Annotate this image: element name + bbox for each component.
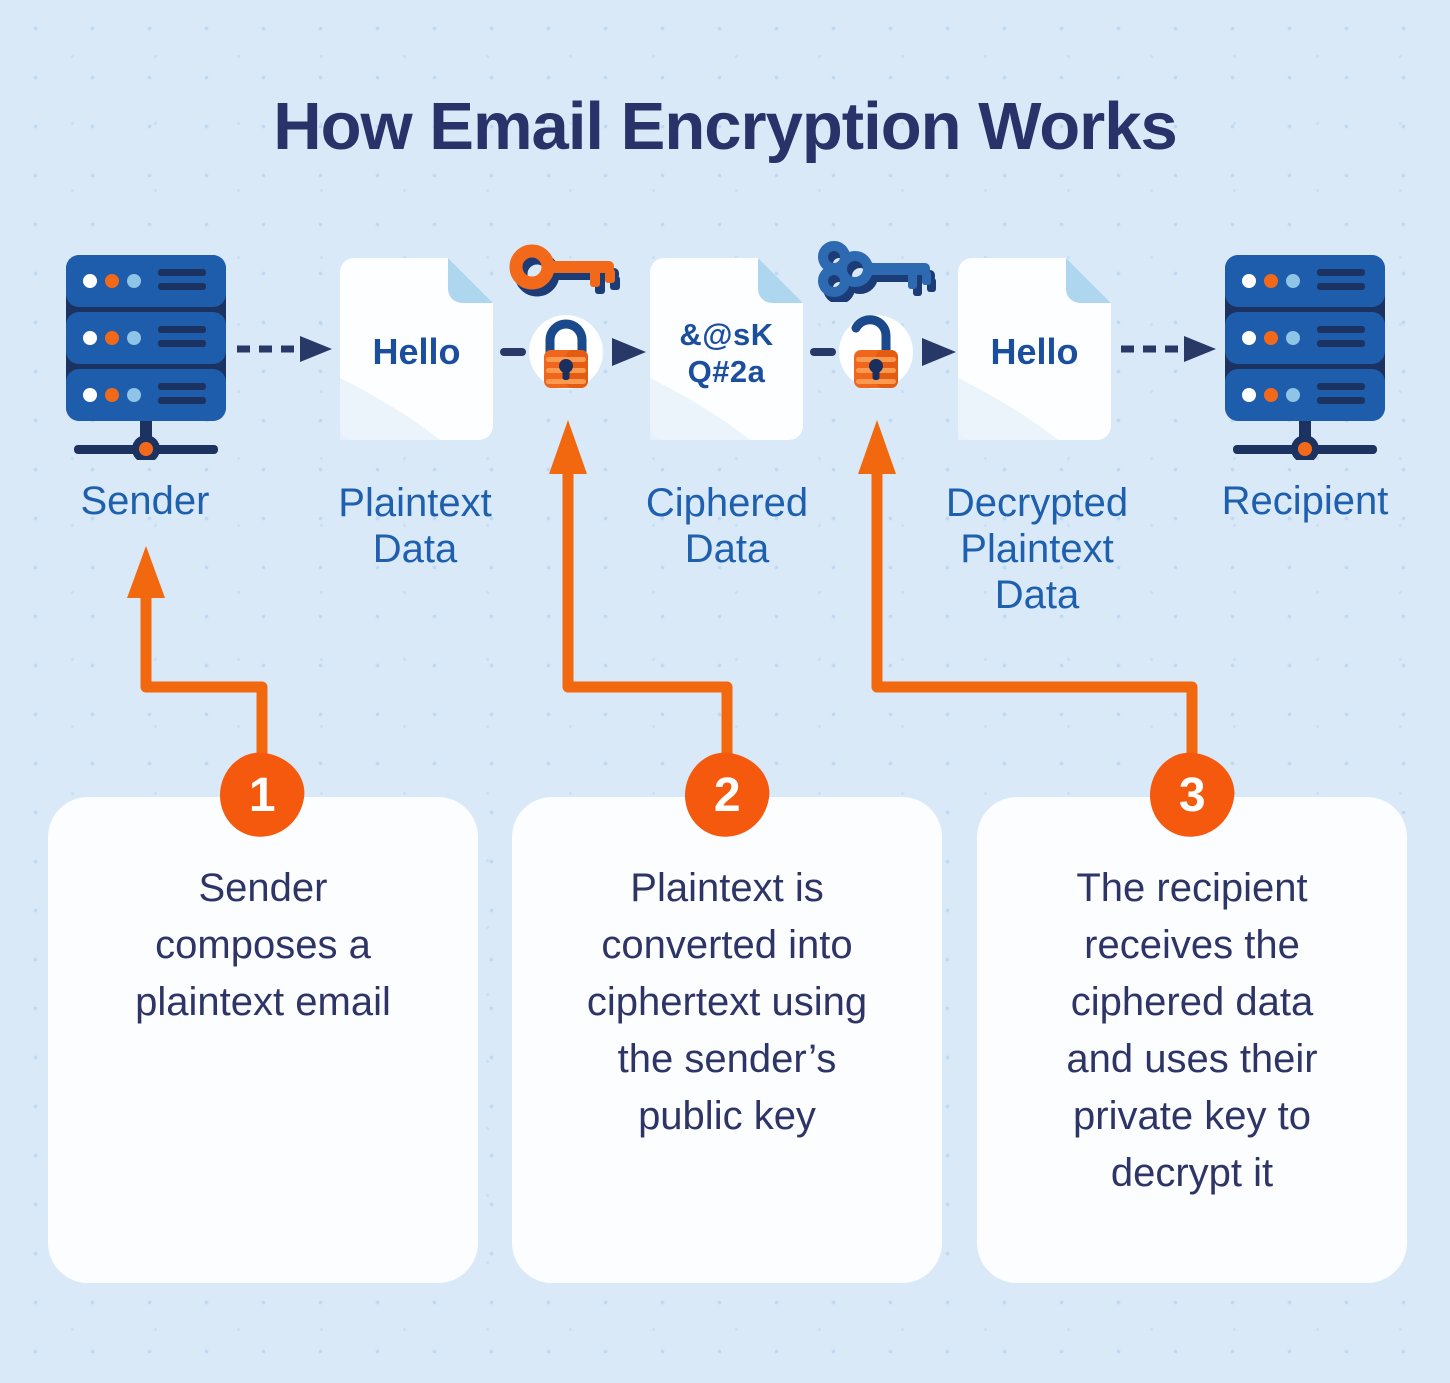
- folded-corner: [448, 258, 493, 303]
- ciphered-label: Ciphered Data: [645, 481, 809, 571]
- plaintext-doc-text: Hello: [372, 331, 461, 372]
- recipient-label: Recipient: [1221, 479, 1389, 523]
- server-units: [1225, 255, 1385, 421]
- plaintext-label: Plaintext Data: [338, 481, 492, 571]
- cipher-line-2: Q#2a: [687, 354, 766, 389]
- server-status-dots: [1242, 274, 1300, 402]
- document-icon: [958, 258, 1111, 440]
- document-icon: [340, 258, 493, 440]
- decrypted-label: Decrypted Plaintext Data: [945, 481, 1129, 617]
- step-2-text: Plaintext is converted into ciphertext u…: [586, 866, 868, 1138]
- server-units: [66, 255, 226, 421]
- cipher-line-1: &@sK: [679, 317, 774, 352]
- sender-label: Sender: [80, 479, 210, 523]
- step-2-number: 2: [713, 768, 741, 822]
- network-node-dot: [139, 442, 153, 456]
- step-card-3: The recipient receives the ciphered data…: [977, 797, 1407, 1283]
- step-3-number: 3: [1178, 768, 1206, 822]
- padlock-closed-icon: [500, 315, 646, 389]
- step-arrow-3-head: [858, 420, 896, 474]
- decrypted-doc-text: Hello: [990, 331, 1079, 372]
- server-status-dots: [83, 274, 141, 402]
- document-icon: [650, 258, 803, 440]
- server-icon: [66, 255, 226, 460]
- arrow-right-icon: [1121, 336, 1216, 362]
- server-vents: [1317, 269, 1365, 404]
- padlock-open-icon: [810, 315, 956, 389]
- step-1-text: Sender composes a plaintext email: [135, 866, 391, 1024]
- server-vents: [158, 269, 206, 404]
- step-arrow-2-head: [549, 420, 587, 474]
- open-shackle: [851, 315, 891, 357]
- shackle: [545, 319, 587, 359]
- network-node-dot: [1298, 442, 1312, 456]
- folded-corner: [758, 258, 803, 303]
- step-1-number: 1: [248, 768, 276, 822]
- arrow-right-icon: [237, 336, 332, 362]
- step-card-1: Sender composes a plaintext email: [48, 797, 478, 1283]
- folded-corner: [1066, 258, 1111, 303]
- public-key-icon: [509, 244, 620, 297]
- step-3-text: The recipient receives the ciphered data…: [1066, 866, 1318, 1195]
- private-key-icon: [818, 241, 936, 302]
- page-title: How Email Encryption Works: [273, 89, 1178, 164]
- step-arrow-1-head: [127, 546, 165, 598]
- ciphered-doc-text: &@sK Q#2a: [650, 316, 803, 390]
- step-card-2: Plaintext is converted into ciphertext u…: [512, 797, 942, 1283]
- server-icon: [1225, 255, 1385, 460]
